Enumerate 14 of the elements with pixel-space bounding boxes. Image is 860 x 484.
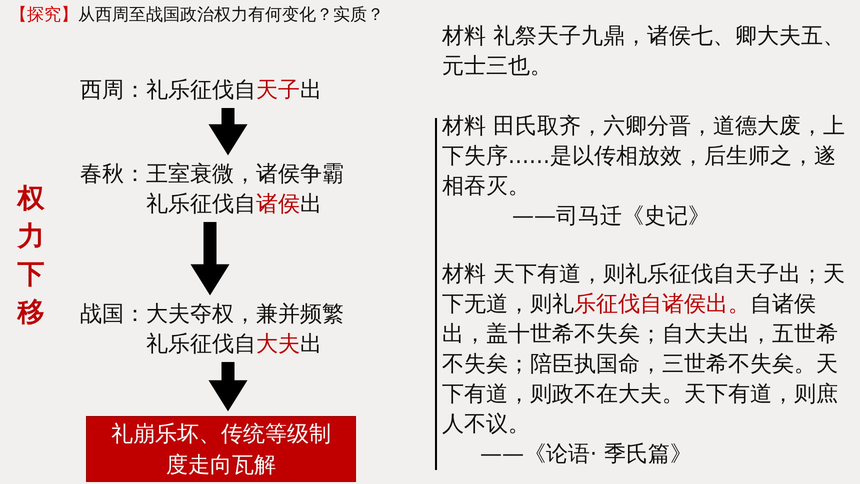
citation: ——司马迁《史记》 <box>512 203 710 231</box>
flow-step: 西周：礼乐征伐自天子出 <box>80 76 322 106</box>
flow-step: 战国：大夫夺权，兼并频繁礼乐征伐自大夫出 <box>80 300 348 360</box>
question-heading: 【探究】从西周至战国政治权力有何变化？实质？ <box>10 4 385 27</box>
result-box: 礼崩乐坏、传统等级制度走向瓦解 <box>86 416 356 482</box>
source-quote: 材料 礼祭天子九鼎，诸侯七、卿大夫五、元士三也。 <box>442 23 846 81</box>
citation: ——《论语· 季氏篇》 <box>480 441 692 469</box>
vertical-slogan: 权力下移 <box>16 182 46 330</box>
source-quote: 材料 天下有道，则礼乐征伐自天子出；天下无道，则礼乐征伐自诸侯出。自诸侯出，盖十世希不失矣；自大夫出，五世希不失矣；陪臣执国命，三世希不失矣。天下有道，则政不在大夫。天下有道，则庶人不议。 <box>442 261 846 439</box>
block-arrow <box>208 108 248 156</box>
block-arrow <box>190 222 230 296</box>
source-quote: 材料 田氏取齐，六卿分晋，道德大废，上下失序......是以传相放效，后生师之，遂相吞灭。 <box>442 113 846 201</box>
flow-step: 春秋：王室衰微，诸侯争霸礼乐征伐自诸侯出 <box>80 160 348 220</box>
block-arrow <box>208 362 248 412</box>
